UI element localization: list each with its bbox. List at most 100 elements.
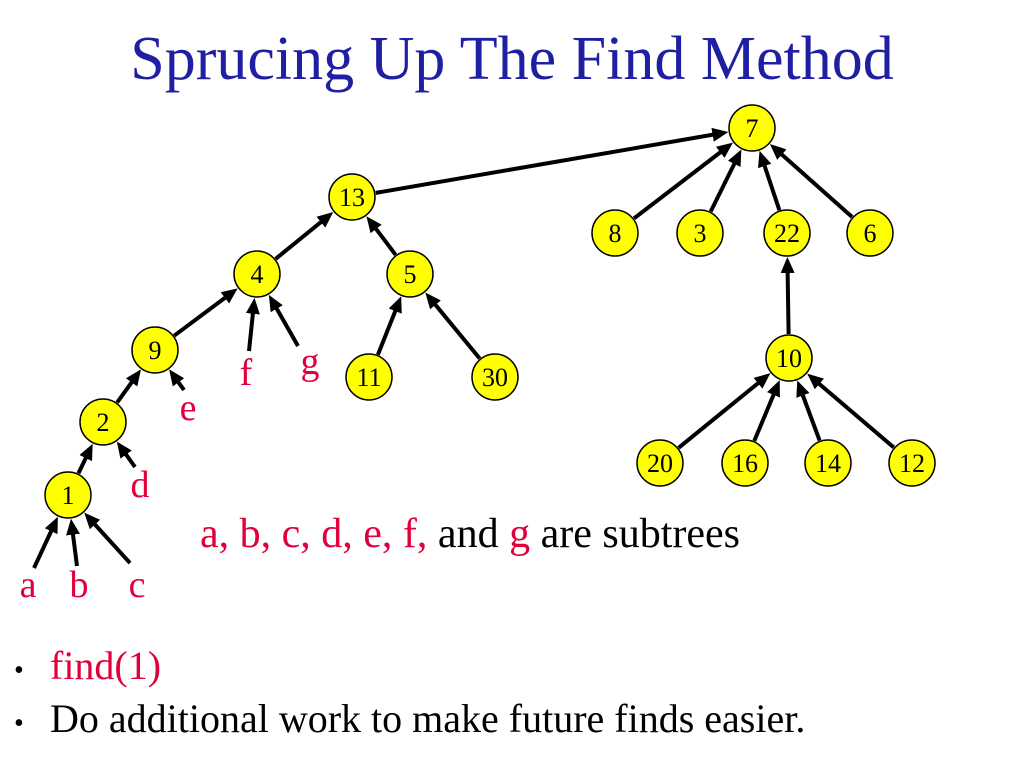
edge-4-to-13	[274, 212, 334, 261]
bullet-marker: •	[14, 655, 24, 686]
edge-11-to-5	[376, 296, 402, 356]
edge-10-to-22	[780, 257, 795, 335]
node-label: 9	[149, 336, 162, 365]
node-label: 2	[97, 408, 110, 437]
edge-16-to-10	[752, 380, 780, 442]
edge-8-to-7	[632, 142, 733, 220]
subtree-label-b: b	[70, 564, 89, 606]
node-circle	[328, 173, 376, 221]
node-circle	[131, 326, 179, 374]
edge-13-to-7	[375, 127, 729, 195]
bullet-text: find(1)	[50, 643, 162, 688]
caption-rest: are subtrees	[540, 511, 740, 557]
tree-nodes: 7 13 8 3 22 6 4 5 9 10 11 30 2 20 16 14 12 1	[44, 104, 936, 519]
node-label: 13	[339, 183, 365, 212]
edge-c-to-1	[84, 512, 132, 565]
node-label: 20	[647, 449, 673, 478]
node-label: 14	[815, 449, 841, 478]
node-label: 5	[404, 260, 417, 289]
node-circle	[386, 250, 434, 298]
node-label: 10	[776, 344, 802, 373]
edge-14-to-10	[796, 380, 822, 442]
node-2: 2	[79, 398, 127, 446]
node-label: 1	[62, 481, 75, 510]
slide-title: Sprucing Up The Find Method	[130, 25, 894, 93]
edge-b-to-1	[66, 518, 80, 567]
bullet-list: • find(1) • Do additional work to make fut…	[0, 642, 1024, 748]
node-6: 6	[846, 209, 894, 257]
node-label: 22	[774, 219, 800, 248]
node-circle	[233, 250, 281, 298]
bullet-text: Do additional work to make future finds …	[50, 696, 806, 741]
caption-subtree-list: a, b, c, d, e, f,	[200, 511, 428, 557]
node-30: 30	[471, 353, 519, 401]
node-circle	[345, 353, 393, 401]
edge-2-to-9	[115, 369, 141, 404]
node-label: 6	[864, 219, 877, 248]
node-14: 14	[804, 439, 852, 487]
node-circle	[591, 209, 639, 257]
node-22: 22	[763, 209, 811, 257]
edge-d-to-2	[116, 441, 137, 469]
tree-edges	[32, 127, 895, 569]
node-label: 16	[732, 449, 758, 478]
edge-9-to-4	[173, 288, 238, 338]
bullet-marker: •	[14, 708, 24, 739]
edge-e-to-9	[169, 369, 186, 392]
edge-f-to-4	[245, 297, 260, 352]
node-label: 3	[694, 219, 707, 248]
subtree-label-e: e	[180, 387, 197, 429]
node-12: 12	[888, 439, 936, 487]
edge-6-to-7	[769, 143, 854, 219]
node-1: 1	[44, 471, 92, 519]
node-7: 7	[728, 104, 776, 152]
edge-22-to-7	[757, 150, 782, 211]
edge-a-to-1	[32, 516, 58, 569]
node-circle	[676, 209, 724, 257]
node-5: 5	[386, 250, 434, 298]
edge-12-to-10	[807, 373, 895, 449]
node-label: 12	[899, 449, 925, 478]
node-circle	[846, 209, 894, 257]
bullet-item: • Do additional work to make future finds…	[0, 695, 1024, 748]
node-circle	[79, 398, 127, 446]
node-label: 4	[251, 260, 264, 289]
bullet-item: • find(1)	[0, 642, 1024, 695]
node-4: 4	[233, 250, 281, 298]
edge-5-to-13	[366, 216, 398, 257]
node-10: 10	[765, 334, 813, 382]
caption-subtree-g: g	[509, 511, 531, 557]
node-circle	[471, 353, 519, 401]
node-circle	[721, 439, 769, 487]
node-8: 8	[591, 209, 639, 257]
subtree-label-f: f	[240, 352, 253, 394]
subtrees-caption: a, b, c, d, e, f, and g are subtrees	[200, 510, 740, 558]
node-circle	[44, 471, 92, 519]
subtree-label-d: d	[131, 464, 150, 506]
subtree-label-a: a	[20, 564, 37, 606]
caption-and: and	[437, 511, 499, 557]
edge-1-to-2	[76, 443, 93, 475]
node-16: 16	[721, 439, 769, 487]
node-9: 9	[131, 326, 179, 374]
node-circle	[765, 334, 813, 382]
node-label: 7	[746, 114, 759, 143]
subtree-label-c: c	[129, 564, 146, 606]
node-label: 30	[482, 363, 508, 392]
node-label: 8	[609, 219, 622, 248]
node-20: 20	[636, 439, 684, 487]
node-circle	[888, 439, 936, 487]
node-circle	[804, 439, 852, 487]
node-13: 13	[328, 173, 376, 221]
edge-3-to-7	[708, 149, 742, 213]
node-circle	[728, 104, 776, 152]
edge-g-to-4	[268, 294, 300, 347]
node-circle	[763, 209, 811, 257]
edge-20-to-10	[677, 373, 771, 450]
node-11: 11	[345, 353, 393, 401]
edge-30-to-5	[425, 292, 482, 360]
node-circle	[636, 439, 684, 487]
node-3: 3	[676, 209, 724, 257]
